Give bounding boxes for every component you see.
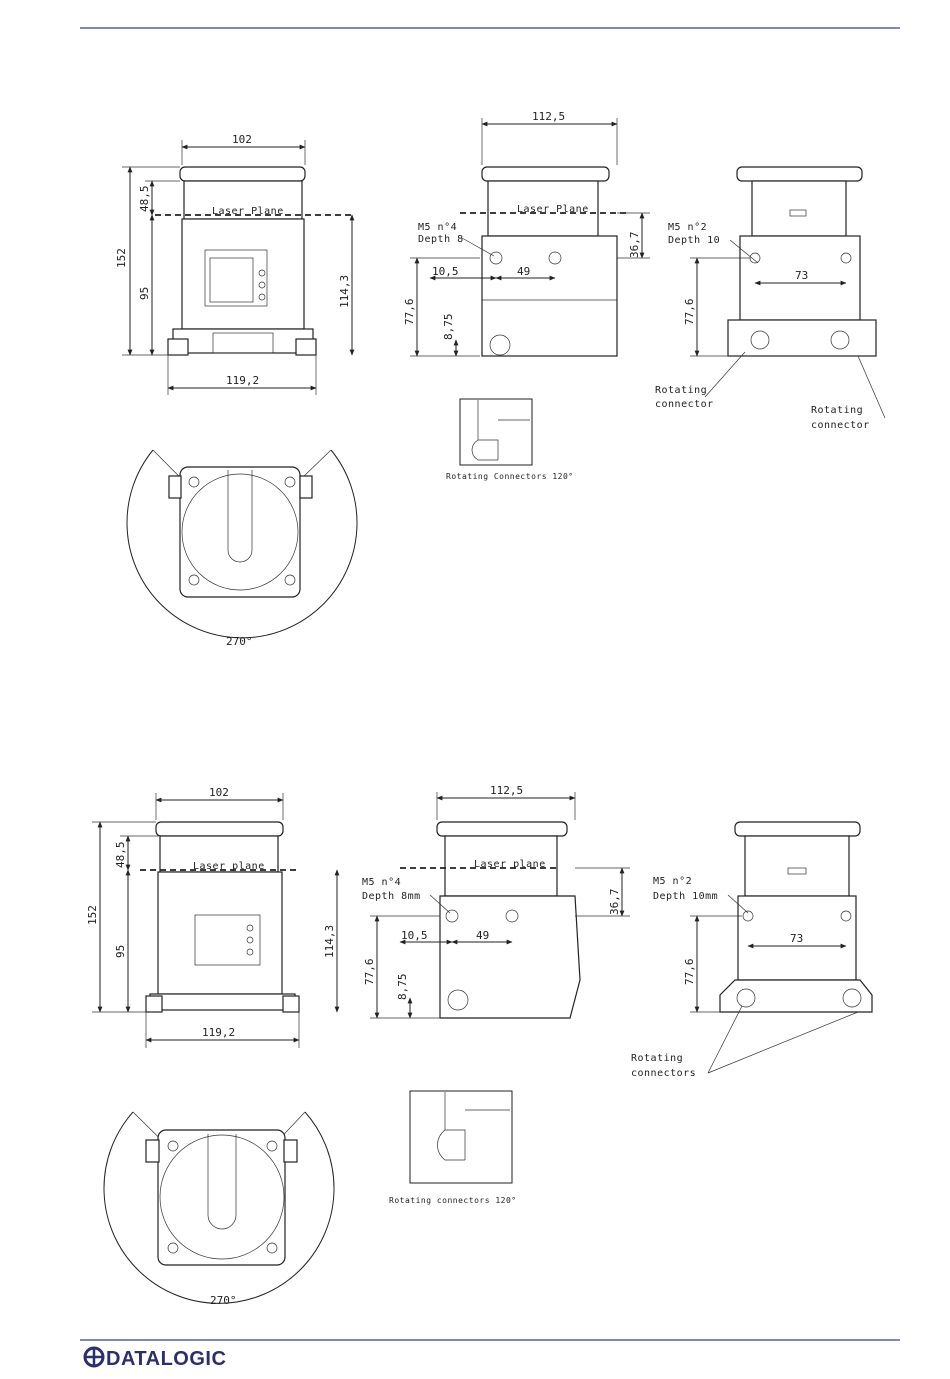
bottom-side-top-height: 36,7 [608,889,621,916]
top-side-depth: Depth 8 [418,234,464,245]
bottom-side-laser-label: Laser plane [474,859,546,870]
top-front-laser-label: Laser Plane [212,206,284,217]
top-back-conn-right-1: Rotating [811,405,863,416]
top-back-spacing: 73 [795,269,808,282]
bottom-front-base-width: 119,2 [202,1026,235,1039]
top-front-right-height: 114,3 [338,275,351,308]
datalogic-logo: DATALOGIC [83,1346,226,1370]
top-back-height: 77,6 [683,299,696,326]
brand-name: DATALOGIC [106,1348,226,1370]
top-back-m5: M5 n°2 [668,222,707,233]
bottom-side-m5: M5 n°4 [362,877,401,888]
bottom-angle: 270° [210,1294,237,1307]
bottom-front-laser-height: 48,5 [114,842,127,869]
top-side-offset-b: 49 [517,265,530,278]
top-front-total-height: 152 [115,248,128,268]
top-back-conn-right-2: connector [811,420,870,431]
top-front-laser-height: 48,5 [138,186,151,213]
top-back-view: M5 n°2 Depth 10 73 77,6 Rotating connect… [655,166,886,431]
top-front-view: Laser Plane 102 152 48,5 95 114,3 119,2 [115,133,355,395]
top-detail-caption: Rotating Connectors 120° [446,472,574,481]
top-side-view: Laser Plane 112,5 M5 n°4 Depth 8 10,5 49… [403,110,650,357]
bottom-back-spacing: 73 [790,932,803,945]
bottom-back-conn-1: Rotating [631,1053,683,1064]
bottom-plan-view: 270° [103,1111,335,1307]
top-side-width: 112,5 [532,110,565,123]
top-back-depth: Depth 10 [668,235,720,246]
bottom-side-height-a: 77,6 [363,959,376,986]
top-side-m5: M5 n°4 [418,222,457,233]
bottom-side-width: 112,5 [490,784,523,797]
top-side-height-a: 77,6 [403,299,416,326]
top-back-conn-left-2: connector [655,399,714,410]
top-front-base-width: 119,2 [226,374,259,387]
bottom-side-depth: Depth 8mm [362,891,421,902]
bottom-front-right-height: 114,3 [323,925,336,958]
top-side-laser-label: Laser Plane [517,204,589,215]
bottom-back-height: 77,6 [683,959,696,986]
bottom-detail-caption: Rotating connectors 120° [389,1196,517,1205]
top-side-offset-a: 10,5 [432,265,459,278]
bottom-side-view: Laser plane 112,5 M5 n°4 Depth 8mm 10,5 … [362,784,630,1019]
top-detail-view: Rotating Connectors 120° [446,398,574,481]
bottom-detail-view: Rotating connectors 120° [389,1090,517,1205]
bottom-front-total-height: 152 [86,905,99,925]
bottom-back-view: M5 n°2 Depth 10mm 73 77,6 Rotating conne… [631,821,873,1079]
bottom-front-width: 102 [209,786,229,799]
top-front-width: 102 [232,133,252,146]
bottom-front-laser-label: Laser plane [193,861,265,872]
bottom-back-conn-2: connectors [631,1068,696,1079]
bottom-side-offset-a: 10,5 [401,929,428,942]
bottom-back-m5: M5 n°2 [653,876,692,887]
bottom-front-lower-height: 95 [114,945,127,958]
top-front-lower-height: 95 [138,287,151,300]
top-back-conn-left-1: Rotating [655,385,707,396]
bottom-front-view: Laser plane 102 152 48,5 95 114,3 119,2 [86,786,340,1048]
bottom-back-depth: Depth 10mm [653,891,718,902]
top-plan-view: 270° [126,449,358,648]
bottom-side-offset-b: 49 [476,929,489,942]
top-side-top-height: 36,7 [628,232,641,259]
top-side-height-b: 8,75 [442,314,455,341]
top-angle: 270° [226,635,253,648]
bottom-side-height-b: 8,75 [396,974,409,1001]
